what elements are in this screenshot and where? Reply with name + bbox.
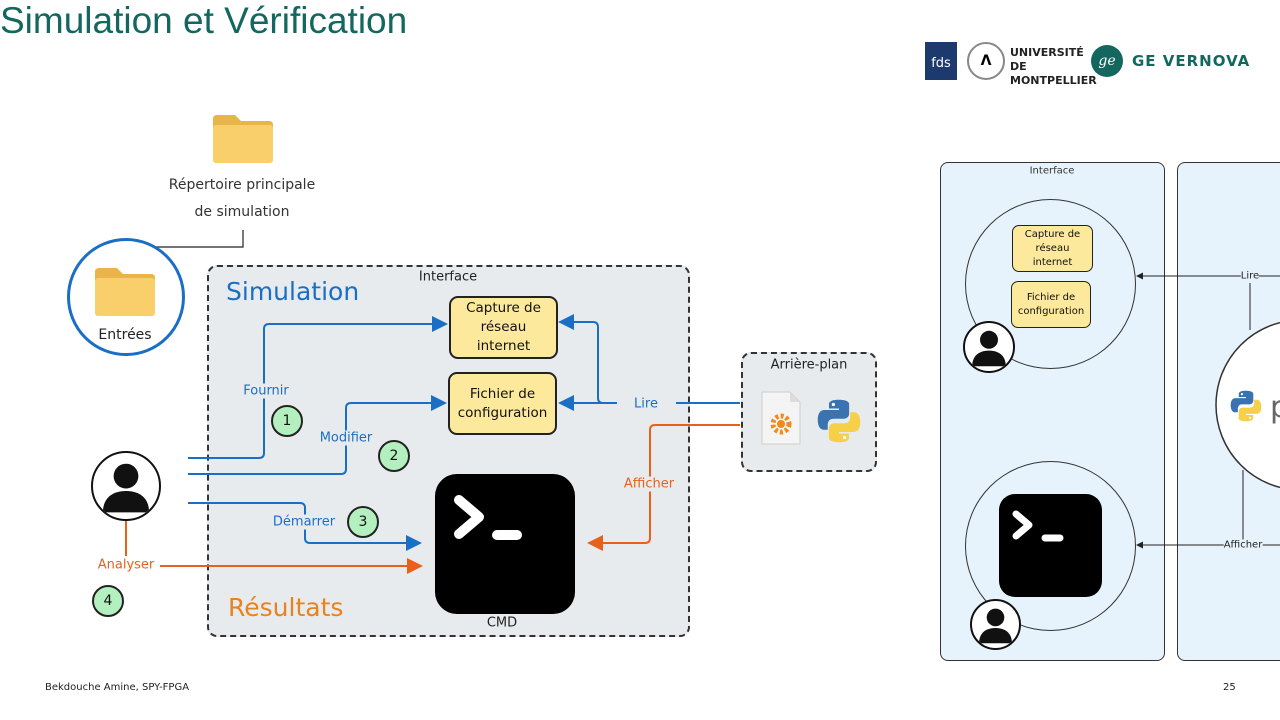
step-3-badge: 3: [347, 506, 379, 538]
config-box: Fichier de configuration: [448, 372, 557, 435]
user-icon: [965, 323, 1013, 371]
provide-arrow: [188, 316, 448, 459]
python-icon: [1228, 388, 1264, 424]
python-icon: [814, 396, 864, 446]
right-user-top: [963, 321, 1015, 373]
fds-logo-text: fds: [931, 56, 951, 71]
read-arrow-capture: [558, 314, 604, 404]
modify-label: Modifier: [319, 430, 373, 446]
folder-icon: [211, 113, 275, 165]
right-capture-box: Capture de réseau internet: [1012, 225, 1093, 272]
right-config-line-2: configuration: [1017, 305, 1085, 317]
capture-box: Capture de réseau internet: [449, 296, 558, 359]
step-1-badge: 1: [271, 405, 303, 437]
ge-logo-mark: ge: [1091, 45, 1123, 77]
step-4-badge: 4: [92, 585, 124, 617]
provide-label: Fournir: [243, 383, 289, 399]
display-label: Afficher: [623, 476, 675, 492]
right-capture-line-3: internet: [1032, 256, 1073, 268]
root-folder-label-2: de simulation: [194, 204, 290, 220]
terminal-icon: [435, 474, 575, 614]
right-capture-line-2: réseau: [1035, 242, 1070, 254]
right-python-circle: p: [1215, 321, 1280, 489]
interface-label: Interface: [418, 269, 478, 285]
footer-author: Bekdouche Amine, SPY-FPGA: [45, 682, 190, 693]
right-capture-line-1: Capture de: [1024, 228, 1081, 240]
capture-line-3: internet: [476, 338, 531, 354]
fds-logo: fds: [925, 42, 957, 80]
right-config-box: Fichier de configuration: [1011, 281, 1091, 328]
right-config-line-1: Fichier de: [1026, 291, 1076, 303]
page-number: 25: [1223, 682, 1236, 693]
inputs-label: Entrées: [98, 327, 152, 343]
um-logo-seal: Λ: [967, 42, 1005, 80]
right-user-bottom: [970, 599, 1021, 650]
slide-title: Simulation et Vérification: [0, 0, 408, 41]
user-node: [91, 451, 161, 521]
folder-icon: [93, 266, 157, 318]
user-icon: [972, 601, 1019, 648]
capture-line-2: réseau: [480, 319, 527, 335]
read-label: Lire: [634, 396, 658, 412]
ge-logo-text: GE VERNOVA: [1132, 52, 1251, 70]
simulation-heading: Simulation: [226, 277, 360, 306]
cmd-label: CMD: [486, 615, 518, 631]
python-wordmark-fragment: p: [1270, 390, 1280, 425]
right-interface-label: Interface: [1029, 165, 1075, 177]
config-line-1: Fichier de: [469, 385, 536, 402]
background-label: Arrière-plan: [770, 357, 848, 373]
step-2-badge: 2: [378, 440, 410, 472]
user-icon: [93, 453, 159, 519]
start-label: Démarrer: [272, 514, 336, 530]
root-folder-label: Répertoire principale: [168, 177, 316, 193]
results-heading: Résultats: [228, 593, 344, 622]
um-logo-text: UNIVERSITÉ DE MONTPELLIER: [1010, 46, 1097, 87]
gear-file-icon: [761, 391, 801, 445]
config-line-2: configuration: [457, 404, 548, 421]
analyse-label: Analyser: [97, 557, 155, 573]
capture-line-1: Capture de: [466, 300, 541, 316]
right-read-label: Lire: [1240, 270, 1260, 282]
terminal-icon: [999, 494, 1102, 597]
right-display-label: Afficher: [1223, 539, 1263, 551]
